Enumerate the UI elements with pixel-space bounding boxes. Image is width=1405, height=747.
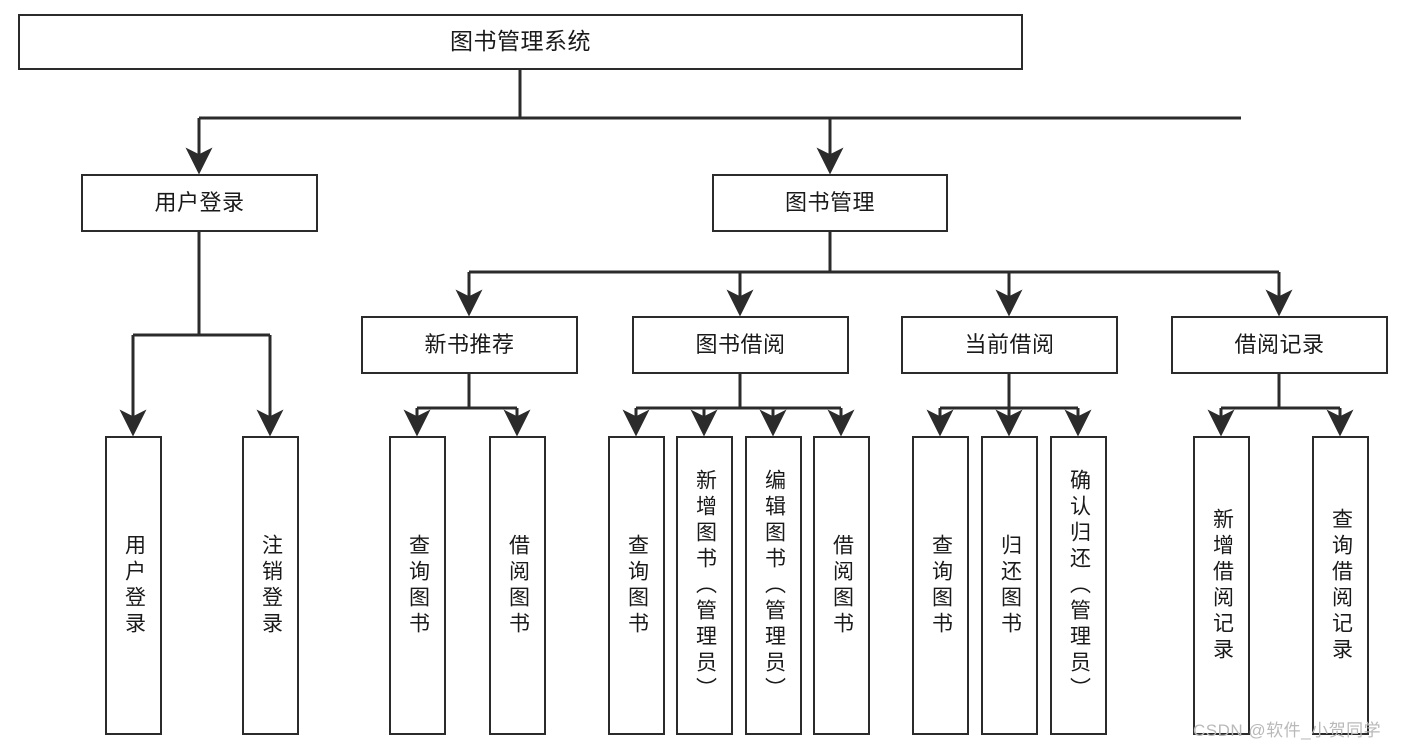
node-user-login-label: 用户登录 [154, 190, 245, 216]
node-root[interactable]: 图书管理系统 [18, 14, 1023, 70]
leaf-borrow-query-book-label: 查询图书 [625, 533, 649, 638]
node-book-borrow-label: 图书借阅 [695, 332, 786, 358]
leaf-user-login-label: 用户登录 [122, 533, 146, 638]
node-book-management-label: 图书管理 [784, 190, 875, 216]
leaf-records-add-record-label: 新增借阅记录 [1210, 507, 1234, 664]
node-new-book-recommend-label: 新书推荐 [424, 332, 515, 358]
leaf-borrow-edit-book-admin-label: 编辑图书（管理员） [762, 468, 786, 703]
leaf-borrow-borrow-book[interactable]: 借阅图书 [813, 436, 870, 735]
csdn-watermark: CSDN @软件_小贺同学 [1193, 721, 1382, 740]
leaf-logout-label: 注销登录 [259, 533, 283, 638]
leaf-records-query-record[interactable]: 查询借阅记录 [1312, 436, 1369, 735]
node-book-management[interactable]: 图书管理 [712, 174, 948, 232]
leaf-logout[interactable]: 注销登录 [242, 436, 299, 735]
leaf-current-return-book[interactable]: 归还图书 [981, 436, 1038, 735]
leaf-borrow-edit-book-admin[interactable]: 编辑图书（管理员） [745, 436, 802, 735]
leaf-current-query-book-label: 查询图书 [929, 533, 953, 638]
node-book-borrow[interactable]: 图书借阅 [632, 316, 849, 374]
leaf-records-query-record-label: 查询借阅记录 [1329, 507, 1353, 664]
node-new-book-recommend[interactable]: 新书推荐 [361, 316, 578, 374]
leaf-newbook-query-book[interactable]: 查询图书 [389, 436, 446, 735]
leaf-current-return-book-label: 归还图书 [998, 533, 1022, 638]
leaf-borrow-add-book-admin[interactable]: 新增图书（管理员） [676, 436, 733, 735]
node-borrow-records[interactable]: 借阅记录 [1171, 316, 1388, 374]
leaf-current-confirm-return-admin-label: 确认归还（管理员） [1067, 468, 1091, 703]
leaf-current-query-book[interactable]: 查询图书 [912, 436, 969, 735]
node-borrow-records-label: 借阅记录 [1234, 332, 1325, 358]
leaf-user-login[interactable]: 用户登录 [105, 436, 162, 735]
leaf-borrow-borrow-book-label: 借阅图书 [830, 533, 854, 638]
leaf-records-add-record[interactable]: 新增借阅记录 [1193, 436, 1250, 735]
leaf-current-confirm-return-admin[interactable]: 确认归还（管理员） [1050, 436, 1107, 735]
leaf-borrow-add-book-admin-label: 新增图书（管理员） [693, 468, 717, 703]
node-current-borrow[interactable]: 当前借阅 [901, 316, 1118, 374]
leaf-borrow-query-book[interactable]: 查询图书 [608, 436, 665, 735]
leaf-newbook-query-book-label: 查询图书 [406, 533, 430, 638]
leaf-newbook-borrow-book-label: 借阅图书 [506, 533, 530, 638]
leaf-newbook-borrow-book[interactable]: 借阅图书 [489, 436, 546, 735]
node-current-borrow-label: 当前借阅 [964, 332, 1055, 358]
node-user-login[interactable]: 用户登录 [81, 174, 318, 232]
node-root-label: 图书管理系统 [450, 28, 591, 55]
